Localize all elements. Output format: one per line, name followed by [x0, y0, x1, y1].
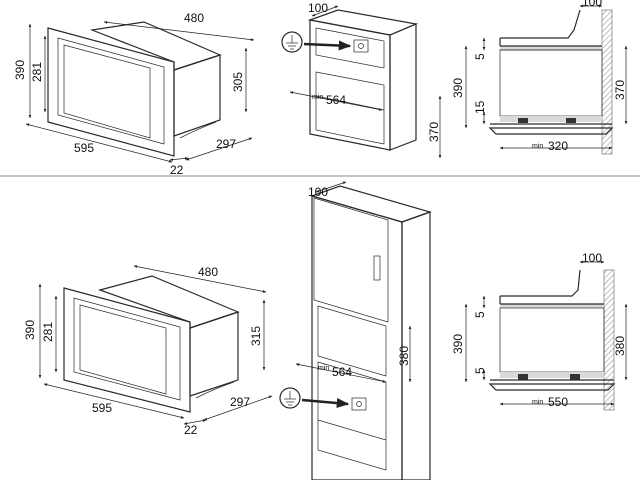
bottom-dim-height-281: 281	[41, 322, 55, 342]
bottom-dim-height-390: 390	[23, 320, 37, 340]
top-dim-height-305: 305	[231, 72, 245, 92]
bottom-side-gap-5-bottom: 5	[473, 367, 487, 374]
top-side-section-drawing	[488, 9, 614, 155]
bottom-dim-depth-297: 297	[230, 395, 250, 409]
top-side-section-dimensions: 100 390 5 15 370 min 320	[451, 0, 628, 153]
bottom-side-gap-5-top: 5	[473, 311, 487, 318]
top-cab-dim-370: 370	[427, 122, 441, 142]
bottom-side-dim-380: 380	[613, 336, 627, 356]
top-cab-dim-100: 100	[308, 1, 328, 15]
bottom-side-min-label: min	[532, 399, 543, 406]
bottom-microwave-dimensions: 480 390 281 315 595 297 22	[23, 265, 273, 437]
top-microwave-dimensions: 480 390 281 305 595 297 22	[13, 11, 255, 177]
bottom-dim-width-595: 595	[92, 401, 112, 415]
bottom-dim-width-480: 480	[198, 265, 218, 279]
top-dim-width-595: 595	[74, 141, 94, 155]
top-cabinet-drawing	[307, 9, 419, 151]
top-dim-height-281: 281	[30, 62, 44, 82]
top-cab-dim-564: 564	[326, 93, 346, 107]
bottom-side-section-drawing	[488, 269, 616, 411]
bottom-microwave-drawing	[63, 275, 240, 413]
bottom-cab-min-label: min	[318, 365, 329, 372]
top-side-min-label: min	[532, 143, 543, 150]
bottom-side-section-dimensions: 100 390 5 5 380 min 550	[451, 251, 628, 409]
top-side-gap-5: 5	[473, 53, 487, 60]
bottom-cab-dim-380: 380	[397, 346, 411, 366]
top-side-dim-320: 320	[548, 139, 568, 153]
top-dim-height-390: 390	[13, 60, 27, 80]
bottom-cabinet-ground-symbol	[279, 387, 350, 409]
top-dim-depth-297: 297	[216, 137, 236, 151]
bottom-side-dim-390: 390	[451, 334, 465, 354]
bottom-cabinet-dimensions: 100 min 564 380	[295, 181, 412, 383]
bottom-dim-height-315: 315	[249, 326, 263, 346]
top-microwave-drawing	[47, 21, 222, 157]
top-cabinet-ground-symbol	[281, 31, 352, 53]
top-side-dim-100: 100	[582, 0, 602, 9]
top-cab-min-label: min	[312, 94, 323, 101]
bottom-dim-depth-22: 22	[184, 423, 198, 437]
bottom-cabinet-drawing	[310, 185, 432, 480]
top-dim-depth-22: 22	[170, 163, 184, 177]
bottom-cab-dim-100: 100	[308, 185, 328, 199]
bottom-side-dim-550: 550	[548, 395, 568, 409]
bottom-cab-dim-564: 564	[332, 365, 352, 379]
top-side-dim-370: 370	[613, 80, 627, 100]
top-side-gap-15: 15	[473, 100, 487, 114]
top-cabinet-dimensions: 100 min 564 370	[289, 1, 442, 159]
bottom-side-dim-100: 100	[582, 251, 602, 265]
top-dim-width-480: 480	[184, 11, 204, 25]
top-side-dim-390: 390	[451, 78, 465, 98]
